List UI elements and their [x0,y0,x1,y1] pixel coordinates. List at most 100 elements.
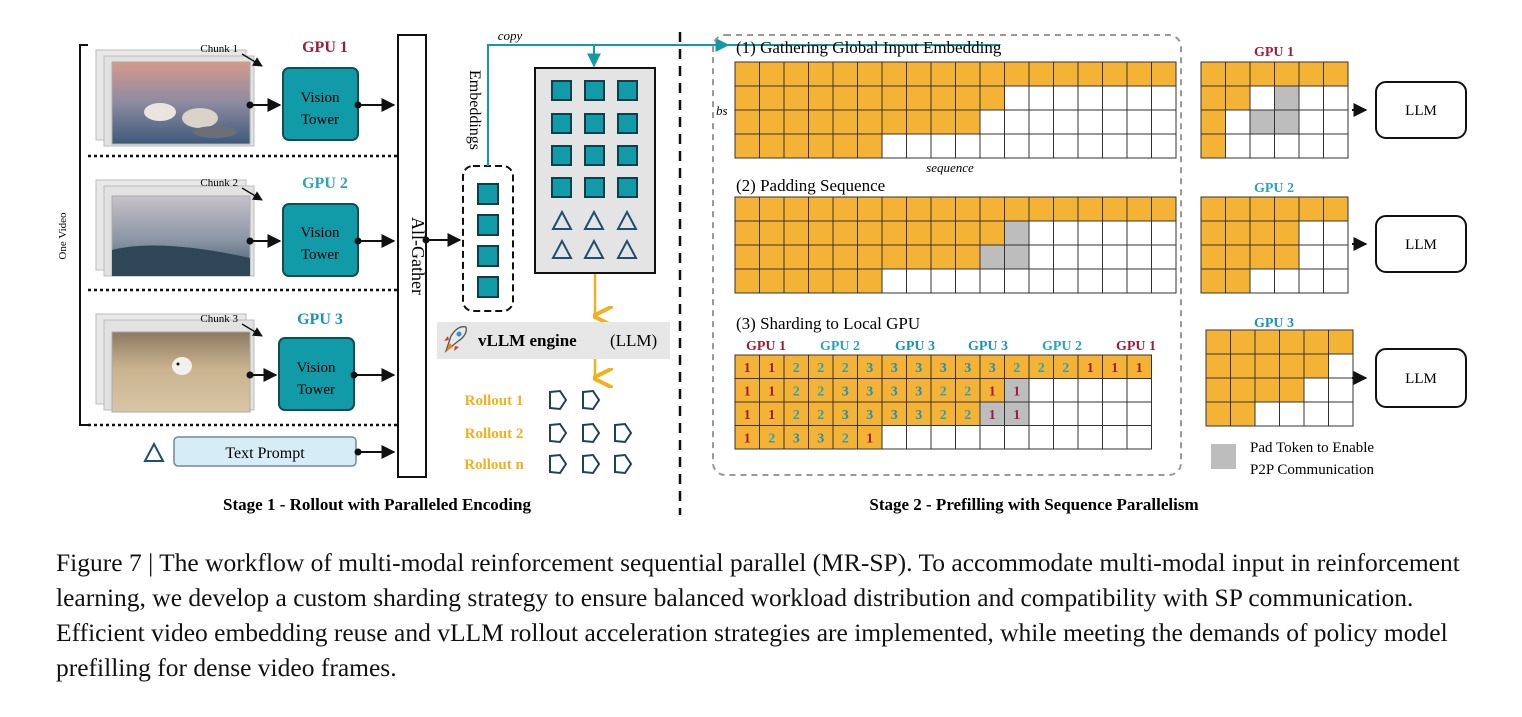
token-cell [1004,61,1030,87]
empty-cell [1298,133,1324,159]
empty-cell [1077,401,1103,426]
stage2-panel: (1) Gathering Global Input Embedding bs … [712,34,1467,514]
empty-cell [1298,268,1324,294]
shard-cell-label: 2 [964,408,971,423]
token-cell [783,196,809,222]
shard-cell-label: 2 [940,384,947,399]
token-cell [759,109,785,135]
empty-cell [955,268,981,294]
token-cell [832,196,858,222]
step1-title: (1) Gathering Global Input Embedding [736,38,1002,57]
empty-cell [1077,425,1103,450]
token-cell [1200,220,1226,246]
empty-cell [881,133,907,159]
token-cell [857,133,883,159]
empty-cell [1077,133,1103,159]
chunk-label: Chunk 2 [200,177,238,189]
shard-cell-label: 2 [1038,361,1045,376]
empty-cell [1102,109,1128,135]
shard-cell-label: 1 [744,361,751,376]
empty-cell [1225,109,1251,135]
empty-cell [1328,353,1354,379]
shard-cell-label: 2 [817,361,824,376]
token-cell [832,109,858,135]
token-cell [808,220,834,246]
shard-cell-label: 1 [768,384,775,399]
token-cell [808,244,834,270]
token-cell [1028,196,1054,222]
gpu-label: GPU 1 [302,39,348,56]
token-cell [832,244,858,270]
empty-cell [1028,109,1054,135]
empty-cell [1323,268,1349,294]
vllm-engine-suffix: (LLM) [610,331,657,350]
stage1-panel: One Video Chunk 1 GPU 1 Vision Tower [57,28,1000,514]
llm-label: LLM [1405,237,1437,253]
token-cell [979,220,1005,246]
shard-cell-label: 2 [793,384,800,399]
vllm-engine-box [437,322,670,359]
empty-cell [1126,244,1152,270]
shard-cell-label: 3 [793,431,800,446]
token-cell [783,244,809,270]
token-cell [881,85,907,111]
vision-tower-line1: Vision [300,90,340,106]
empty-cell [1328,401,1354,427]
token-cell [930,61,956,87]
token-cell [808,268,834,294]
shard-cell-label: 2 [793,361,800,376]
step3-title: (3) Sharding to Local GPU [736,314,920,333]
token-cell [759,133,785,159]
token-cell [906,196,932,222]
token-cell [930,244,956,270]
empty-cell [1298,109,1324,135]
token-cell [1200,85,1226,111]
token-cell [1151,196,1177,222]
empty-cell [1126,378,1152,403]
empty-cell [1053,425,1079,450]
workflow-figure: One Video Chunk 1 GPU 1 Vision Tower [57,28,1467,515]
token-cell [832,268,858,294]
shard-cell-label: 3 [891,408,898,423]
token-cell [1126,61,1152,87]
token-cell [906,109,932,135]
token-cell [1077,61,1103,87]
empty-cell [1004,109,1030,135]
empty-cell [1053,85,1079,111]
token-cell [1249,61,1275,87]
token-cell [832,85,858,111]
token-cell [1274,220,1300,246]
token-cell [1102,61,1128,87]
shard-cell-label: 1 [768,361,775,376]
token-cell [1274,244,1300,270]
token-cell [1230,401,1256,427]
shard-cell-label: 1 [866,431,873,446]
pad-cell [1249,109,1275,135]
empty-cell [1323,244,1349,270]
local-gpu-label: GPU 1 [1254,45,1294,60]
token-cell [1279,329,1305,355]
empty-cell [1323,109,1349,135]
shard-cell-label: 1 [1111,361,1118,376]
llm-box-3: LLM [1352,348,1467,408]
shard-cell-label: 1 [768,408,775,423]
token-cell [930,196,956,222]
empty-cell [1102,378,1128,403]
empty-cell [955,133,981,159]
token-cell [832,61,858,87]
empty-cell [1126,220,1152,246]
empty-cell [1028,378,1054,403]
token-cell [734,133,760,159]
token-cell [808,196,834,222]
empty-cell [1053,244,1079,270]
shard-cell-label: 3 [842,384,849,399]
shard-cell-label: 3 [915,384,922,399]
token-cell [1225,268,1251,294]
shard-header: GPU 2 [820,339,860,354]
token-cell [930,85,956,111]
token-cell [1274,196,1300,222]
token-cell [1279,353,1305,379]
shard-cell-label: 3 [940,361,947,376]
token-cell [857,220,883,246]
empty-cell [930,268,956,294]
